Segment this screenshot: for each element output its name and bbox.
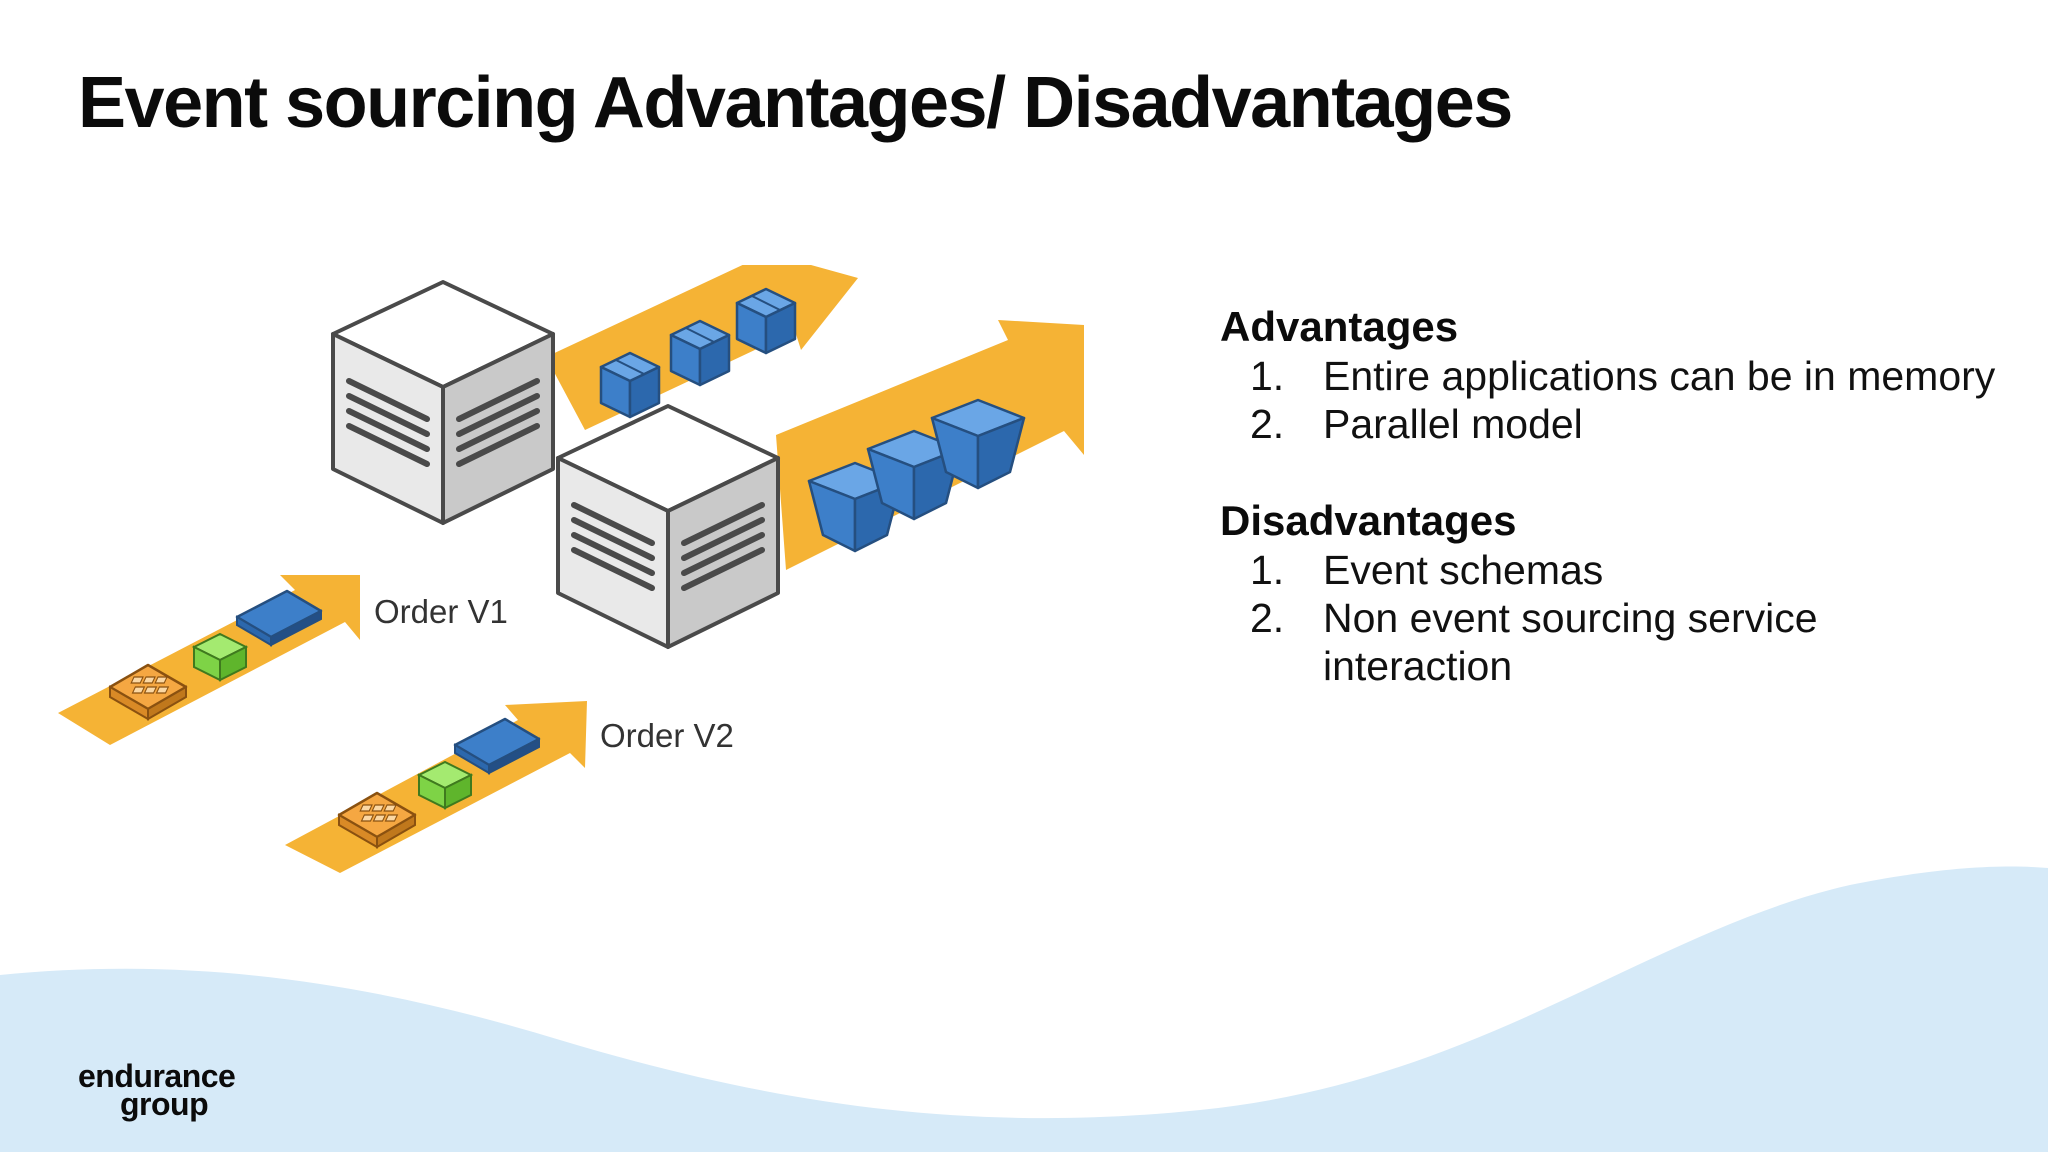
endurance-group-logo: endurance group (78, 1058, 236, 1122)
pros-cons-panel: Advantages 1. Entire applications can be… (1220, 302, 2000, 690)
order-v2-label: Order V2 (600, 717, 734, 754)
order-v1-label: Order V1 (374, 593, 508, 630)
order-v1-server-icon (333, 282, 553, 523)
list-number: 1. (1250, 353, 1285, 399)
order-v2-server-icon (558, 406, 778, 647)
list-item: 2. Parallel model (1220, 400, 2000, 448)
list-item-text: Non event sourcing service interaction (1323, 595, 1818, 689)
page-title: Event sourcing Advantages/ Disadvantages (78, 63, 1513, 143)
advantages-list: 1. Entire applications can be in memory … (1220, 352, 2000, 448)
list-item: 1. Event schemas (1220, 546, 2000, 594)
list-item: 2. Non event sourcing service interactio… (1220, 594, 2000, 690)
v1-output-box (735, 287, 797, 355)
list-item-text: Event schemas (1323, 547, 1604, 593)
list-number: 2. (1250, 401, 1285, 447)
list-number: 2. (1250, 595, 1285, 641)
disadvantages-list: 1. Event schemas 2. Non event sourcing s… (1220, 546, 2000, 690)
logo-line-2: group (120, 1086, 209, 1122)
v1-output-box (599, 351, 661, 419)
section-spacer (1220, 448, 2000, 496)
list-item: 1. Entire applications can be in memory (1220, 352, 2000, 400)
list-number: 1. (1250, 547, 1285, 593)
event-sourcing-diagram: Order V1 Order V2 (58, 265, 1084, 873)
logo-line-1: endurance (78, 1058, 236, 1094)
list-item-text: Parallel model (1323, 401, 1583, 447)
v1-output-box (669, 319, 731, 387)
advantages-heading: Advantages (1220, 303, 1459, 350)
disadvantages-heading: Disadvantages (1220, 497, 1517, 544)
list-item-text: Entire applications can be in memory (1323, 353, 1996, 399)
